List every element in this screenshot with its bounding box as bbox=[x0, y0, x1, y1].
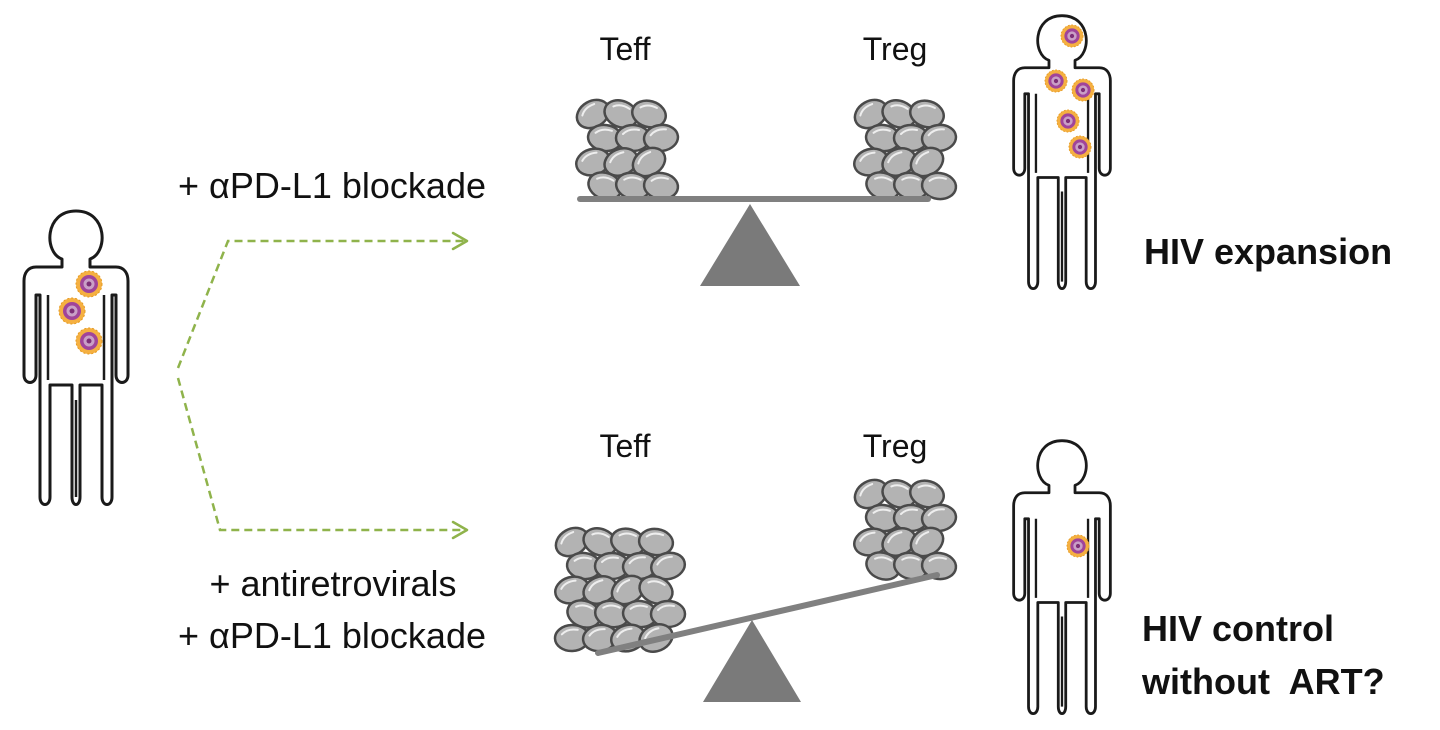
treatment-bottom-label-line1: + antiretrovirals bbox=[209, 563, 456, 604]
treg-label-bottom: Treg bbox=[863, 428, 928, 464]
treg-cell-cluster-icon-top bbox=[848, 92, 959, 206]
virus-icon bbox=[1056, 109, 1080, 133]
seesaw-icon-bottom bbox=[595, 572, 940, 702]
virus-icon bbox=[1071, 78, 1095, 102]
virus-icon bbox=[75, 327, 103, 355]
treg-label-top: Treg bbox=[863, 31, 928, 67]
cell-icon bbox=[649, 599, 687, 629]
treg-cell-cluster-icon-bottom bbox=[848, 472, 959, 586]
virus-icon bbox=[1060, 24, 1084, 48]
teff-cell-cluster-icon-top bbox=[570, 92, 681, 206]
virus-icon bbox=[1068, 135, 1092, 159]
teff-label-bottom: Teff bbox=[600, 428, 651, 464]
teff-label-top: Teff bbox=[600, 31, 651, 67]
outcome-bottom-label-line1: HIV control bbox=[1142, 608, 1334, 649]
virus-icon bbox=[1044, 69, 1068, 93]
virus-icon bbox=[58, 297, 86, 325]
virus-icon bbox=[1066, 534, 1090, 558]
outcome-top-label: HIV expansion bbox=[1144, 231, 1392, 272]
patient-initial-person-icon bbox=[22, 209, 130, 506]
patient-controlled-person-icon bbox=[1012, 439, 1112, 716]
treatment-top-label: + αPD-L1 blockade bbox=[178, 165, 486, 206]
virus-icon bbox=[75, 270, 103, 298]
dashed-arrow-icon-bottom bbox=[176, 377, 469, 540]
patient-infected-person-icon bbox=[1012, 14, 1112, 291]
seesaw-icon-top bbox=[577, 196, 931, 286]
dashed-arrow-icon-top bbox=[176, 231, 469, 369]
treatment-bottom-label-line2: + αPD-L1 blockade bbox=[178, 615, 486, 656]
outcome-bottom-label-line2: without ART? bbox=[1141, 661, 1385, 702]
